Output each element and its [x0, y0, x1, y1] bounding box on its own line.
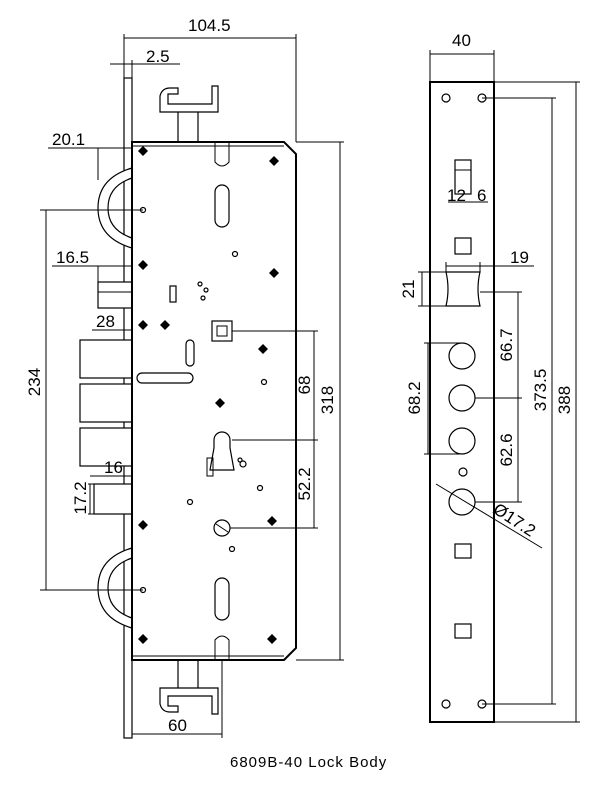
dim-faceplate-offset: 2.5: [146, 47, 170, 66]
vertical-slot: [185, 339, 195, 367]
dimension-labels: 104.5 2.5 20.1 16.5 28 16 60 234 17.2 68…: [25, 16, 574, 735]
latch-opening: [445, 271, 481, 307]
square-hole-lower-1: [454, 543, 472, 559]
cylinder-hole: [448, 488, 476, 516]
lower-latch: [93, 483, 133, 515]
dim-faceplate-length: 388: [555, 386, 574, 414]
dim-bolt-projection: 16.5: [56, 248, 89, 267]
dim-slot-offset: 6: [477, 186, 486, 205]
side-dimension-lines: [418, 50, 580, 723]
main-bolt-2: [79, 383, 133, 423]
cylinder-cutout: [209, 431, 235, 471]
dim-bolt-height: 28: [96, 312, 115, 331]
dim-latch-projection: 20.1: [52, 130, 85, 149]
dim-screw-pitch: 373.5: [531, 369, 550, 412]
lock-case: [131, 141, 297, 661]
screw-hole-top-left: [441, 93, 451, 103]
lower-slot: [214, 577, 230, 621]
dim-hook-height: 17.2: [71, 481, 90, 514]
horizontal-slot: [136, 372, 194, 384]
top-slot: [454, 159, 472, 195]
dim-bolt-to-cylinder: 62.6: [497, 433, 516, 466]
front-dimension-lines: [40, 34, 344, 738]
dim-backset: 60: [168, 716, 187, 735]
front-view: [40, 34, 344, 739]
screw-hole-bottom-left: [441, 699, 451, 709]
dim-cylinder-to-lower: 52.2: [295, 467, 314, 500]
bolt-hole-1: [448, 342, 476, 370]
rivet-diamonds: [138, 146, 279, 644]
dim-latch-opening-height: 21: [399, 280, 418, 299]
dim-hook-projection: 16: [104, 458, 123, 477]
dim-bolt-span: 234: [25, 368, 44, 396]
dim-body-height: 318: [318, 386, 337, 414]
dim-latch-opening-width: 19: [510, 248, 529, 267]
dim-slot-width: 12: [447, 186, 466, 205]
dim-follower-to-cylinder: 68: [295, 376, 314, 395]
bolt-hole-3: [448, 427, 476, 455]
dim-latch-to-bolt: 66.7: [497, 328, 516, 361]
square-hole-lower-2: [454, 623, 472, 639]
upper-slot: [214, 184, 230, 228]
dim-cylinder-hole-diameter: Ø17.2: [490, 499, 539, 540]
small-slot: [169, 285, 177, 303]
square-hole-upper: [454, 237, 472, 255]
side-view: [418, 50, 580, 723]
dim-faceplate-width: 40: [452, 31, 471, 50]
drawing-caption: 6809B-40 Lock Body: [230, 754, 387, 771]
main-bolt-1: [79, 339, 133, 379]
main-bolt-3: [79, 427, 133, 467]
bolt-hole-2: [448, 384, 476, 412]
bottom-notch: [214, 635, 230, 660]
top-notch: [214, 142, 230, 167]
follower-square: [211, 320, 233, 342]
dim-hole-pitch: 68.2: [405, 381, 424, 414]
small-hole: [458, 467, 468, 477]
dim-width-overall: 104.5: [188, 16, 231, 35]
